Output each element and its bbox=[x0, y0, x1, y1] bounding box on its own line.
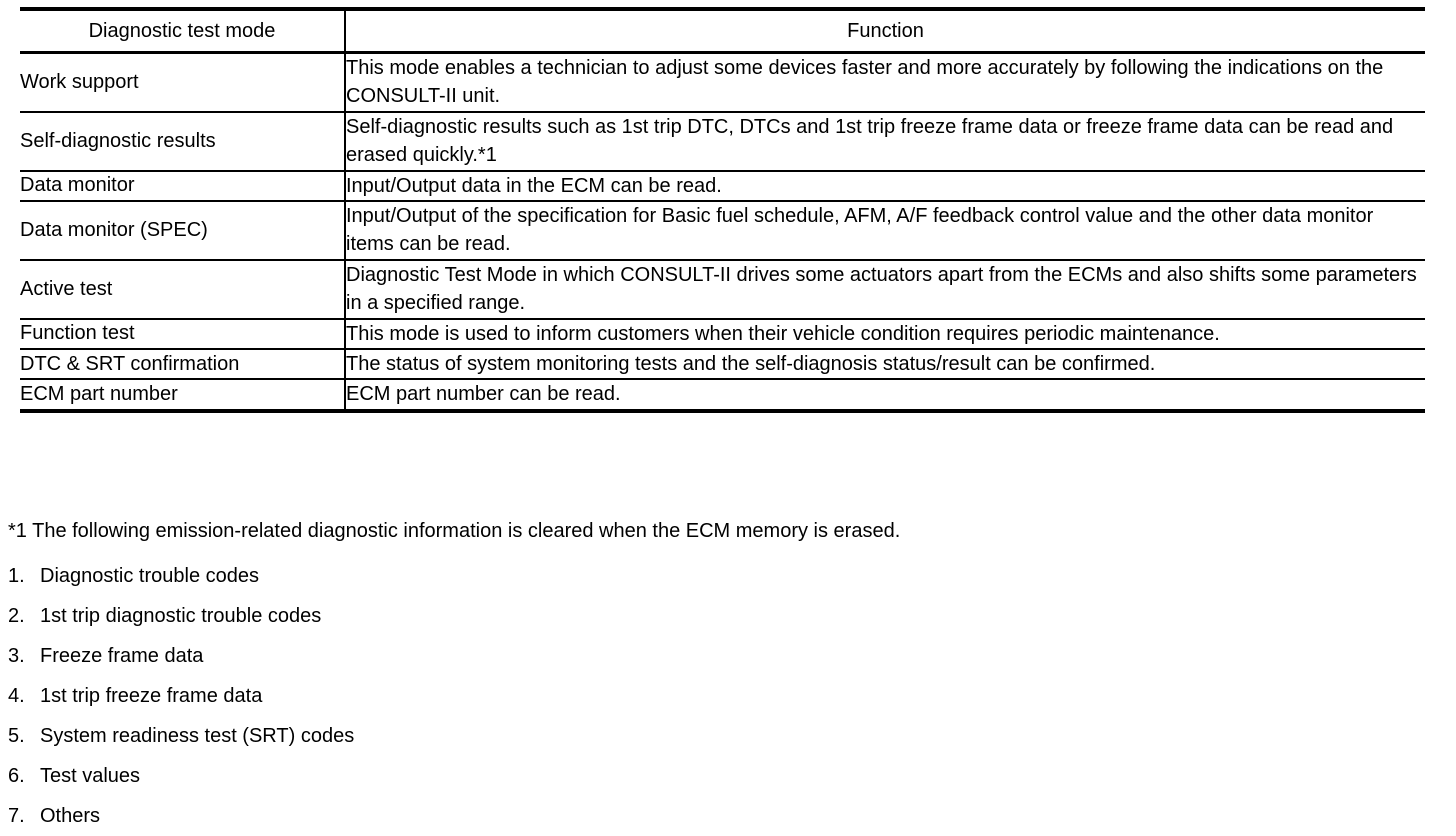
cell-function: ECM part number can be read. bbox=[344, 379, 1425, 411]
cell-test-mode: ECM part number bbox=[20, 382, 178, 405]
list-item: 3. Freeze frame data bbox=[8, 636, 908, 676]
list-item-label: 1st trip freeze frame data bbox=[40, 684, 263, 707]
list-item: 4. 1st trip freeze frame data bbox=[8, 676, 908, 716]
table-row: ECM part number ECM part number can be r… bbox=[20, 379, 1425, 411]
cell-test-mode: Function test bbox=[20, 318, 345, 350]
table-row: Function test This mode is used to infor… bbox=[20, 318, 1425, 350]
list-item: 2. 1st trip diagnostic trouble codes bbox=[8, 596, 908, 636]
table-row: Work support This mode enables a technic… bbox=[20, 52, 1425, 113]
cell-function: Input/Output data in the ECM can be read… bbox=[344, 170, 1425, 202]
list-item-label: 1st trip diagnostic trouble codes bbox=[40, 604, 322, 627]
cell-test-mode: Self-diagnostic results bbox=[20, 111, 345, 172]
list-item-label: Freeze frame data bbox=[40, 644, 204, 667]
cell-test-mode: Data monitor (SPEC) bbox=[20, 200, 345, 261]
cell-function: Diagnostic Test Mode in which CONSULT-II… bbox=[344, 259, 1425, 320]
list-item-number: 4. bbox=[8, 684, 25, 707]
list-item-number: 7. bbox=[8, 804, 25, 827]
list-item-label: System readiness test (SRT) codes bbox=[40, 724, 355, 747]
list-item-label: Diagnostic trouble codes bbox=[40, 564, 260, 587]
list-item-number: 1. bbox=[8, 564, 25, 587]
column-header-function: Function bbox=[344, 9, 1425, 54]
list-item-number: 5. bbox=[8, 724, 25, 747]
list-item-number: 3. bbox=[8, 644, 25, 667]
cell-test-mode: Work support bbox=[20, 52, 345, 113]
footnote-text: *1 The following emission-related diagno… bbox=[8, 520, 901, 542]
list-item-number: 2. bbox=[8, 604, 25, 627]
list-item: 5. System readiness test (SRT) codes bbox=[8, 716, 908, 756]
list-item-label: Test values bbox=[40, 764, 141, 787]
cell-test-mode: DTC & SRT confirmation bbox=[20, 348, 345, 381]
cell-function: Input/Output of the specification for Ba… bbox=[344, 200, 1425, 261]
table-row: Data monitor Input/Output data in the EC… bbox=[20, 170, 1425, 202]
cell-function: Self-diagnostic results such as 1st trip… bbox=[344, 111, 1425, 172]
table-row: Data monitor (SPEC) Input/Output of the … bbox=[20, 200, 1425, 261]
cell-test-mode: Active test bbox=[20, 259, 345, 320]
list-item: 1. Diagnostic trouble codes bbox=[8, 556, 908, 596]
list-item: 6. Test values bbox=[8, 756, 908, 796]
table-body: Work support This mode enables a technic… bbox=[20, 52, 1425, 411]
table-row: Self-diagnostic results Self-diagnostic … bbox=[20, 111, 1425, 172]
table-row: DTC & SRT confirmation The status of sys… bbox=[20, 348, 1425, 381]
cell-function: This mode is used to inform customers wh… bbox=[344, 318, 1425, 350]
diagnostic-test-mode-table: Diagnostic test mode Function Work suppo… bbox=[20, 7, 1425, 413]
table-row: Active test Diagnostic Test Mode in whic… bbox=[20, 259, 1425, 320]
cell-function: This mode enables a technician to adjust… bbox=[344, 52, 1425, 113]
table-header: Diagnostic test mode Function bbox=[20, 9, 1425, 54]
list-item: 7. Others bbox=[8, 796, 908, 836]
list-item-number: 6. bbox=[8, 764, 25, 787]
cell-test-mode: Data monitor bbox=[20, 170, 345, 202]
column-header-diagnostic-test-mode: Diagnostic test mode bbox=[20, 9, 345, 54]
list-item-label: Others bbox=[40, 804, 101, 827]
cell-function: The status of system monitoring tests an… bbox=[344, 348, 1425, 381]
footnote-list: 1. Diagnostic trouble codes 2. 1st trip … bbox=[8, 556, 908, 836]
table-header-row: Diagnostic test mode Function bbox=[20, 9, 1425, 54]
